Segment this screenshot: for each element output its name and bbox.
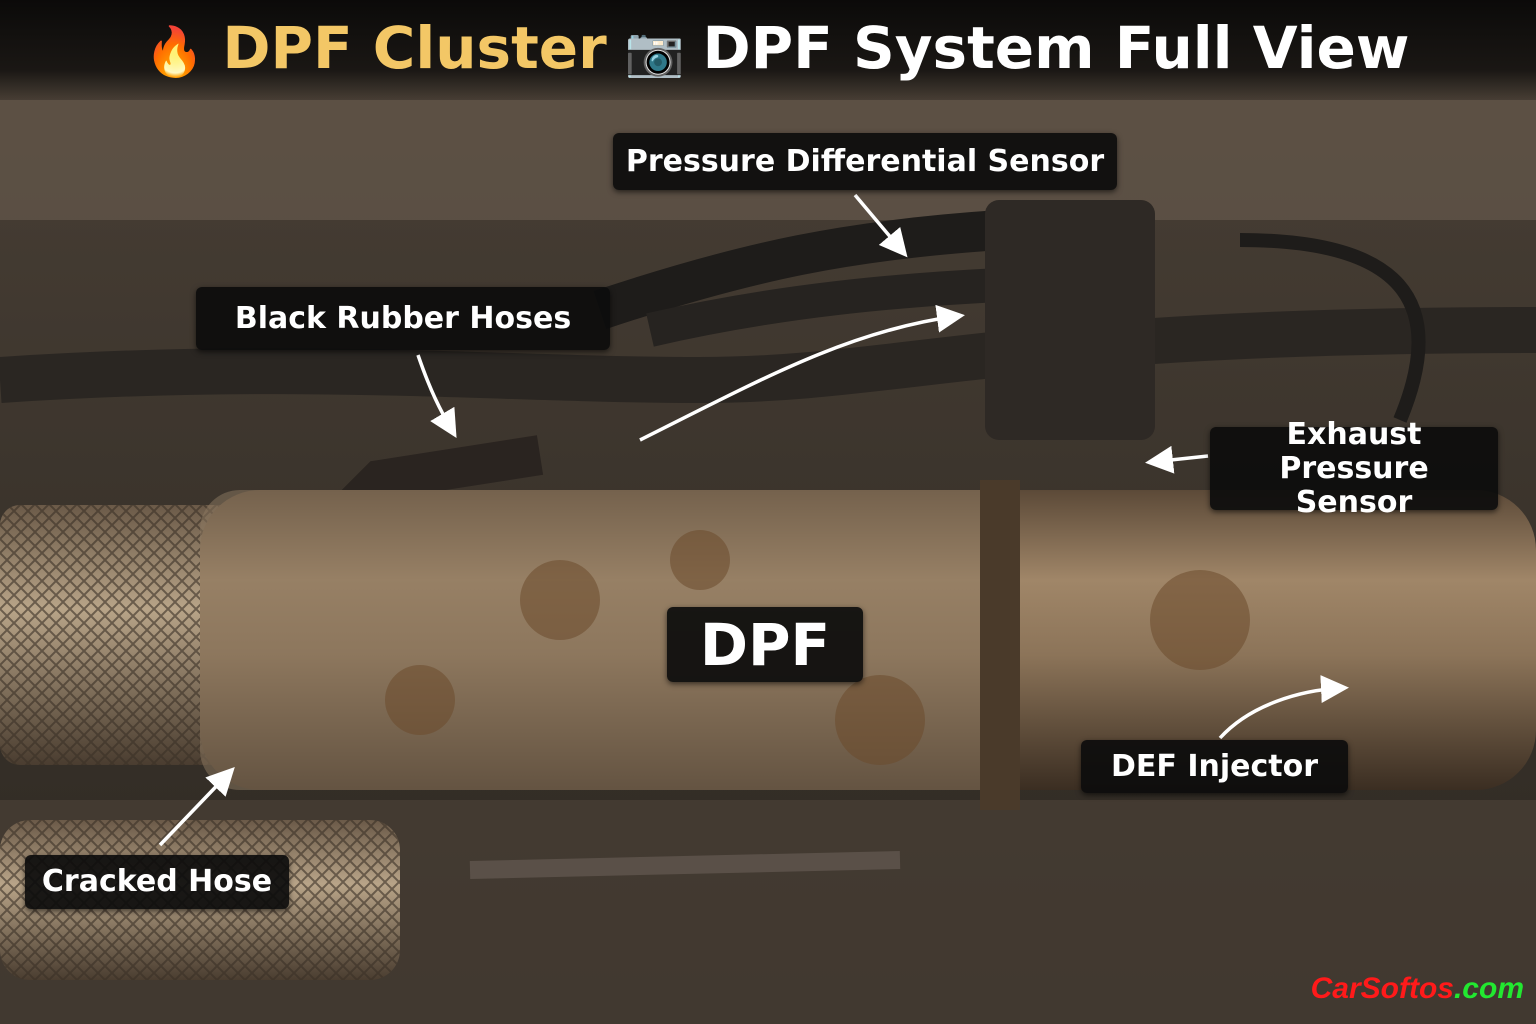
label-exhaust-line1: Exhaust Pressure xyxy=(1279,416,1429,486)
label-pressure-differential-sensor: Pressure Differential Sensor xyxy=(613,133,1117,190)
page-title: 🔥 DPF Cluster 📷 DPF System Full View xyxy=(0,10,1536,90)
watermark-brand: CarSoftos xyxy=(1310,972,1454,1005)
title-cluster: DPF Cluster xyxy=(222,14,607,82)
label-def-injector: DEF Injector xyxy=(1081,740,1348,793)
label-cracked-hose: Cracked Hose xyxy=(25,855,289,909)
label-exhaust-pressure-sensor: Exhaust Pressure Sensor xyxy=(1210,417,1498,519)
label-black-rubber-hoses: Black Rubber Hoses xyxy=(196,287,610,350)
fire-icon: 🔥 xyxy=(144,24,205,80)
label-exhaust-line2: Sensor xyxy=(1295,484,1413,520)
watermark: CarSoftos.com xyxy=(1311,972,1524,1006)
camera-icon: 📷 xyxy=(624,24,685,80)
label-dpf: DPF xyxy=(667,607,863,682)
watermark-tld: .com xyxy=(1453,972,1524,1005)
title-band xyxy=(0,0,1536,100)
title-view: DPF System Full View xyxy=(702,14,1410,82)
